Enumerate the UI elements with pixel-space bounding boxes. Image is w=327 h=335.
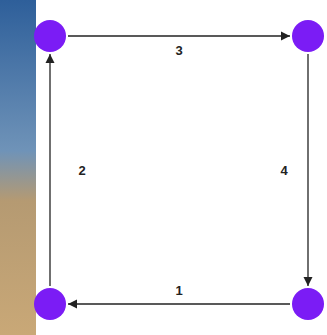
edge-number: 3 xyxy=(173,43,184,58)
node-circle xyxy=(292,288,324,320)
node-circle xyxy=(34,20,66,52)
node-circle xyxy=(292,20,324,52)
edge-arrow xyxy=(68,35,290,36)
edge-number: 4 xyxy=(278,163,289,178)
edge-arrow xyxy=(307,54,308,286)
edge-number: 2 xyxy=(76,163,87,178)
edge-number: 1 xyxy=(173,283,184,298)
edge-arrow xyxy=(68,303,290,304)
node-circle xyxy=(34,288,66,320)
edge-arrow xyxy=(49,54,50,286)
